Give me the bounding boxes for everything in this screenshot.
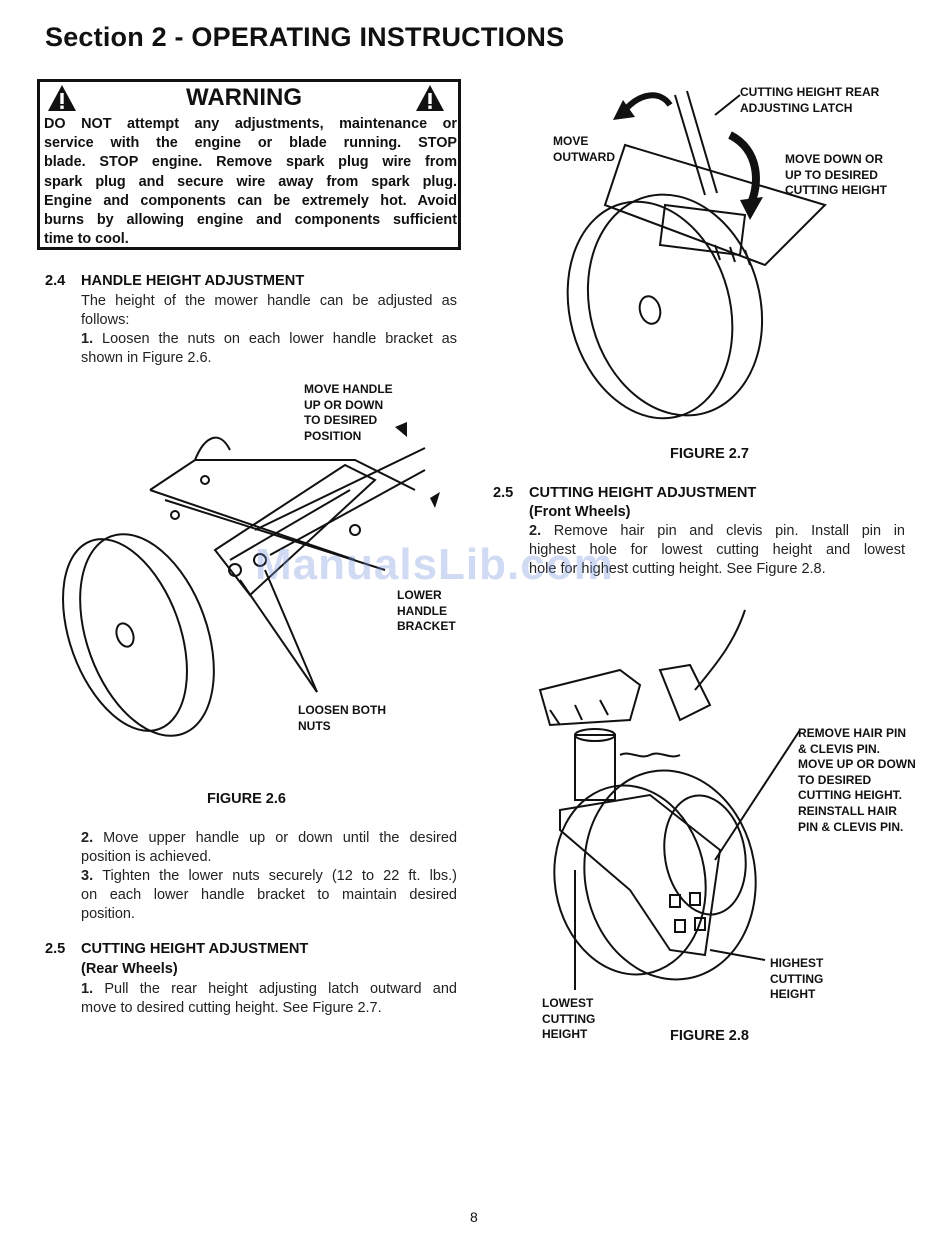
section-25-front-steps: 2. Remove hair pin and clevis pin. Insta…	[529, 522, 905, 579]
section-number: 2.4	[45, 273, 66, 289]
figure-26-label-nuts: LOOSEN BOTH NUTS	[298, 703, 386, 734]
text-line: highest hole for lowest cutting height a…	[529, 542, 905, 558]
warning-line: time to cool.	[44, 231, 129, 248]
label-line: UP TO DESIRED	[785, 167, 878, 182]
label-line: LOOSEN BOTH	[298, 703, 387, 717]
section-title: CUTTING HEIGHT ADJUSTMENT	[81, 941, 309, 957]
label-line: CUTTING HEIGHT	[785, 183, 887, 198]
warning-line: Engine and components can be extremely h…	[44, 192, 457, 209]
label-line: OUTWARD	[553, 149, 615, 164]
section-number: 2.5	[493, 485, 514, 501]
section-25-rear-steps: 1. Pull the rear height adjusting latch …	[81, 980, 457, 1018]
label-line: MOVE HANDLE	[304, 382, 393, 396]
label-line: ADJUSTING LATCH	[740, 100, 853, 115]
label-line: LOWER	[397, 588, 442, 602]
label-line: PIN & CLEVIS PIN.	[798, 819, 904, 834]
warning-line: service with the engine or blade running…	[44, 135, 457, 152]
label-line: LOWEST	[542, 996, 594, 1010]
label-line: CUTTING HEIGHT REAR	[740, 85, 880, 99]
label-line: CUTTING	[542, 1011, 596, 1026]
figure-27-label-down: MOVE DOWN OR UP TO DESIRED CUTTING HEIGH…	[785, 152, 887, 199]
figure-26-caption: FIGURE 2.6	[207, 791, 286, 807]
label-line: HEIGHT	[770, 987, 816, 1002]
warning-heading: WARNING	[186, 84, 302, 111]
text-line: position.	[81, 906, 136, 922]
label-line: BRACKET	[397, 619, 456, 634]
text-line: The height of the mower handle can be ad…	[81, 293, 457, 309]
section-title: CUTTING HEIGHT ADJUSTMENT	[529, 485, 757, 501]
label-line: REINSTALL HAIR	[798, 803, 897, 818]
label-line: & CLEVIS PIN.	[798, 741, 881, 756]
label-line: MOVE	[553, 134, 589, 148]
label-line: REMOVE HAIR PIN	[798, 726, 907, 740]
text-line: follows:	[81, 312, 130, 328]
step-number: 3.	[81, 868, 94, 884]
warning-text: DO NOT attempt any adjustments, maintena…	[44, 115, 457, 249]
text-line: move to desired cutting height. See Figu…	[81, 1000, 382, 1016]
section-25-rear-subheading: (Rear Wheels)	[81, 961, 178, 977]
section-24-heading: 2.4 HANDLE HEIGHT ADJUSTMENT	[45, 273, 304, 289]
section-25-front-heading: 2.5 CUTTING HEIGHT ADJUSTMENT	[493, 485, 756, 501]
label-line: POSITION	[304, 428, 362, 443]
step-number: 2.	[529, 523, 542, 539]
text-line: Pull the rear height adjusting latch out…	[104, 981, 457, 997]
section-24-intro: The height of the mower handle can be ad…	[81, 292, 457, 368]
section-title: HANDLE HEIGHT ADJUSTMENT	[81, 273, 305, 289]
page-number: 8	[470, 1209, 478, 1225]
section-25-front-subheading: (Front Wheels)	[529, 504, 631, 520]
text-line: Remove hair pin and clevis pin. Install …	[553, 523, 905, 539]
page-title: Section 2 - OPERATING INSTRUCTIONS	[45, 22, 565, 52]
figure-27-caption: FIGURE 2.7	[670, 446, 749, 462]
label-line: MOVE DOWN OR	[785, 152, 883, 166]
figure-27-label-outward: MOVE OUTWARD	[553, 134, 615, 165]
figure-26-label-move: MOVE HANDLE UP OR DOWN TO DESIRED POSITI…	[304, 382, 393, 444]
warning-line: DO NOT attempt any adjustments, maintena…	[44, 116, 457, 132]
step-number: 1.	[81, 331, 94, 347]
label-line: HEIGHT	[542, 1027, 588, 1042]
label-line: TO DESIRED	[798, 772, 872, 787]
label-line: HIGHEST	[770, 956, 824, 970]
text-line: Loosen the nuts on each lower handle bra…	[102, 331, 457, 347]
text-line: hole for highest cutting height. See Fig…	[529, 561, 826, 577]
label-line: UP OR DOWN	[304, 397, 384, 412]
text-line: Move upper handle up or down until the d…	[103, 830, 458, 846]
label-line: TO DESIRED	[304, 413, 378, 428]
warning-line: burns by allowing engine and components …	[44, 212, 457, 229]
figure-28-label-highest: HIGHEST CUTTING HEIGHT	[770, 956, 823, 1003]
label-line: CUTTING	[770, 971, 824, 986]
label-line: CUTTING HEIGHT.	[798, 788, 902, 803]
figure-28-label-remove: REMOVE HAIR PIN & CLEVIS PIN. MOVE UP OR…	[798, 726, 916, 835]
label-line: HANDLE	[397, 603, 447, 618]
label-line: NUTS	[298, 718, 331, 733]
warning-triangle-icon-left	[48, 85, 76, 111]
section-25-rear-heading: 2.5 CUTTING HEIGHT ADJUSTMENT	[45, 941, 308, 957]
warning-line: blade. STOP engine. Remove spark plug wi…	[44, 154, 457, 171]
figure-27-label-latch: CUTTING HEIGHT REAR ADJUSTING LATCH	[740, 85, 879, 116]
figure-26-illustration	[62, 422, 440, 737]
label-line: MOVE UP OR DOWN	[798, 757, 916, 772]
warning-box	[37, 79, 461, 250]
figure-28-caption: FIGURE 2.8	[670, 1028, 749, 1044]
text-line: shown in Figure 2.6.	[81, 350, 212, 366]
section-number: 2.5	[45, 941, 66, 957]
figure-26-label-bracket: LOWER HANDLE BRACKET	[397, 588, 456, 635]
figure-27-illustration	[566, 90, 827, 420]
figure-28-label-lowest: LOWEST CUTTING HEIGHT	[542, 996, 595, 1043]
figure-28-illustration	[538, 609, 801, 990]
step-number: 2.	[81, 830, 94, 846]
warning-line: spark plug and secure wire away from spa…	[44, 173, 457, 190]
text-line: position is achieved.	[81, 849, 212, 865]
step-number: 1.	[81, 981, 94, 997]
section-24-steps: 2. Move upper handle up or down until th…	[81, 829, 457, 924]
text-line: on each lower handle bracket to maintain…	[81, 887, 457, 903]
warning-triangle-icon-right	[416, 85, 444, 111]
watermark: ManualsLib.com	[255, 540, 614, 589]
text-line: Tighten the lower nuts securely (12 to 2…	[102, 868, 457, 884]
